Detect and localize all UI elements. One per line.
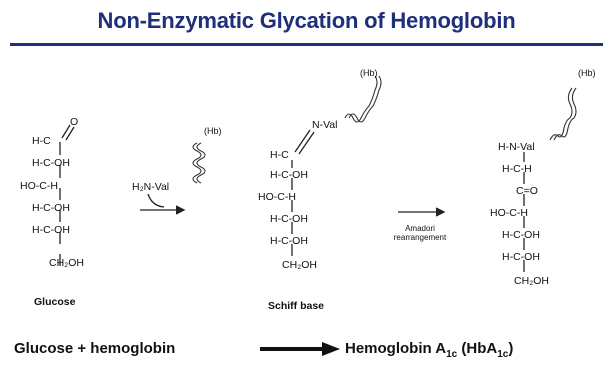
summary-product: Hemoglobin A1c (HbA1c) [345, 340, 513, 360]
hb-helix-1 [192, 142, 206, 184]
glucose-carbonyl-oxygen: O [70, 116, 79, 128]
summary-product-name: Hemoglobin A [345, 340, 447, 357]
schiff-row-6: CH₂OH [282, 259, 317, 271]
page-title: Non-Enzymatic Glycation of Hemoglobin [97, 8, 516, 33]
summary-product-paren-subscript: 1c [497, 349, 509, 360]
hb-helix-3 [549, 87, 577, 141]
schiff-row-2: H-C-OH [270, 169, 308, 181]
glucose-row-1: H-C [32, 135, 51, 147]
product-row-2: H-C-H [502, 163, 532, 175]
title-underline [10, 43, 603, 46]
hb-label-1: (Hb) [204, 126, 222, 136]
glucose-row-5: H-C-OH [32, 224, 70, 236]
schiff-bonds [291, 129, 315, 256]
summary-product-subscript: 1c [446, 349, 458, 360]
glucose-row-4: H-C-OH [32, 202, 70, 214]
amadori-arrow [398, 207, 446, 217]
schiff-row-3: HO-C-H [258, 191, 296, 203]
hb-helix-2 [344, 75, 382, 123]
product-row-5: H-C-OH [502, 229, 540, 241]
valine-amine: H₂N-Val [132, 181, 170, 193]
amadori-line-2: rearrangement [393, 233, 447, 243]
summary-product-paren: (HbA [461, 340, 498, 357]
arrow-1 [140, 193, 186, 215]
product-row-1: H-N-Val [498, 141, 535, 153]
schiff-row-1: H-C [270, 149, 289, 161]
schiff-label: Schiff base [268, 300, 325, 312]
amadori-line-1: Amadori [405, 224, 435, 233]
amadori-label: Amadori rearrangement [392, 224, 448, 242]
summary-reactants: Glucose + hemoglobin [14, 340, 176, 357]
glucose-bonds [59, 124, 75, 266]
product-row-6: H-C-OH [502, 251, 540, 263]
summary-product-close: ) [508, 340, 514, 357]
schiff-link: N-Val [312, 119, 338, 131]
hb-label-2: (Hb) [360, 68, 378, 78]
schiff-row-5: H-C-OH [270, 235, 308, 247]
glucose-row-3: HO-C-H [20, 180, 58, 192]
bottom-arrow [260, 342, 340, 356]
schiff-row-4: H-C-OH [270, 213, 308, 225]
glucose-row-6: CH₂OH [49, 257, 84, 269]
glucose-label: Glucose [34, 296, 76, 308]
product-row-7: CH₂OH [514, 275, 549, 287]
product-row-3: C=O [516, 185, 538, 197]
glucose-row-2: H-C-OH [32, 157, 70, 169]
product-row-4: HO-C-H [490, 207, 528, 219]
hb-label-3: (Hb) [578, 68, 596, 78]
